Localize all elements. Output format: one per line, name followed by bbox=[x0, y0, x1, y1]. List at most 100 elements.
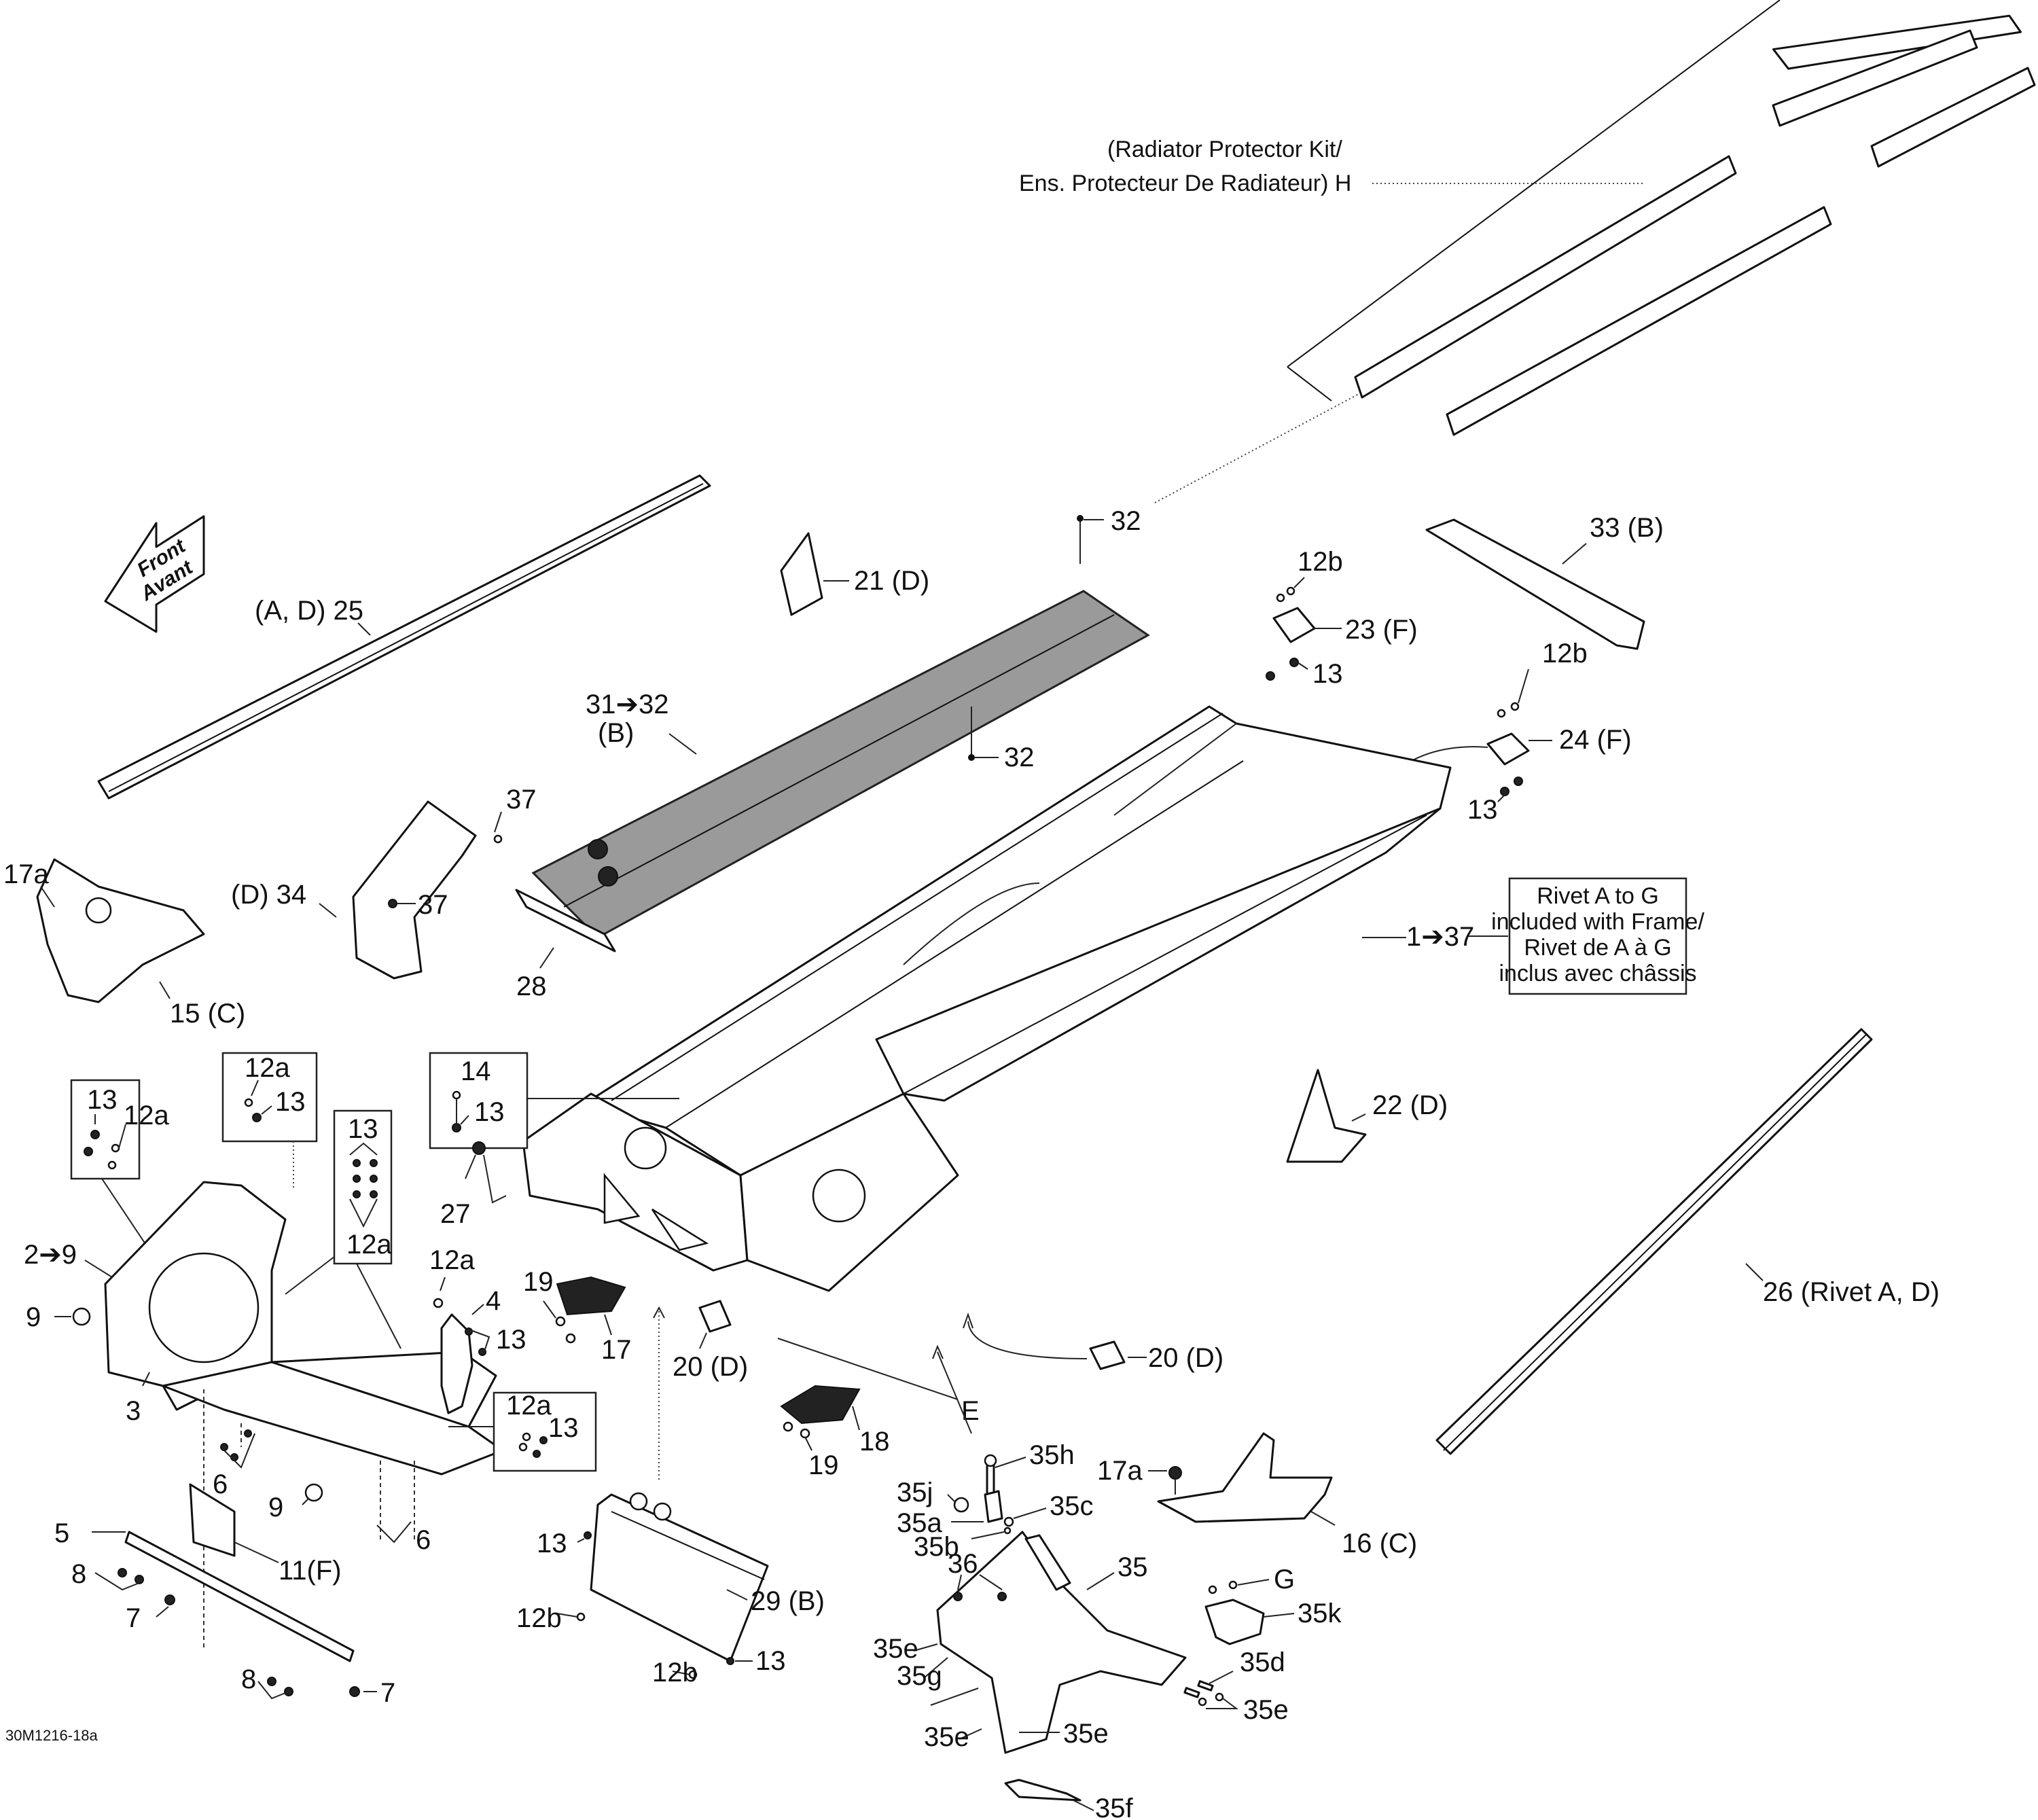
callout-35e-low: 35e bbox=[924, 1722, 969, 1752]
main-frame-tunnel bbox=[522, 705, 1508, 1292]
callout-7-left: 7 bbox=[126, 1603, 141, 1633]
callout-25: (A, D) 25 bbox=[255, 596, 363, 626]
callout-17a-right: 17a bbox=[1097, 1456, 1143, 1486]
callout-29: 29 (B) bbox=[751, 1586, 825, 1616]
callout-16: 16 (C) bbox=[1342, 1529, 1417, 1558]
callout-13-29-top: 13 bbox=[537, 1529, 567, 1558]
callout-12b-29-bottom: 12b bbox=[652, 1658, 698, 1688]
gusset-22 bbox=[1286, 1069, 1367, 1163]
radiator-31-32 bbox=[531, 515, 1150, 939]
box2-callout-12a: 12a bbox=[245, 1053, 290, 1083]
kit-note-line2: Ens. Protecteur De Radiateur) H bbox=[1019, 171, 1351, 196]
callout-32-top: 32 bbox=[1111, 506, 1141, 536]
kit-note-line1: (Radiator Protector Kit/ bbox=[1107, 137, 1342, 162]
fastener-box-4 bbox=[429, 1052, 679, 1149]
callout-35k: 35k bbox=[1298, 1599, 1342, 1628]
callout-35j: 35j bbox=[897, 1478, 933, 1507]
box3-callout-13: 13 bbox=[348, 1114, 378, 1144]
callout-12a-4: 12a bbox=[429, 1245, 475, 1275]
plate-20-left bbox=[698, 1300, 732, 1349]
callout-19-top: 19 bbox=[523, 1267, 554, 1297]
callout-32-bottom: 32 bbox=[1004, 743, 1035, 772]
callout-12b-23: 12b bbox=[1298, 547, 1343, 577]
grommet-9 bbox=[302, 1483, 323, 1505]
box3-callout-12a: 12a bbox=[346, 1230, 392, 1260]
callout-12b-29-left: 12b bbox=[516, 1603, 562, 1633]
box5-callout-13: 13 bbox=[548, 1413, 579, 1443]
box2-callout-13: 13 bbox=[275, 1087, 306, 1117]
callout-22: 22 (D) bbox=[1372, 1090, 1448, 1120]
callout-26: 26 (Rivet A, D) bbox=[1763, 1277, 1939, 1307]
callout-21: 21 (D) bbox=[854, 566, 929, 596]
callout-13-4: 13 bbox=[496, 1325, 526, 1355]
callout-6-right: 6 bbox=[416, 1525, 431, 1555]
callout-35c: 35c bbox=[1050, 1491, 1094, 1521]
fasteners-35d-35e bbox=[1183, 1671, 1238, 1709]
callout-8-left: 8 bbox=[71, 1559, 86, 1589]
callout-37-mid: 37 bbox=[418, 890, 448, 920]
callout-G: G bbox=[1274, 1565, 1295, 1594]
callout-13-23: 13 bbox=[1312, 659, 1343, 689]
plate-20-right bbox=[963, 1312, 1147, 1370]
leader-E bbox=[777, 1338, 959, 1400]
callout-13-29-bottom: 13 bbox=[755, 1646, 786, 1676]
crossbar-33 bbox=[1425, 518, 1645, 650]
box1-callout-12a: 12a bbox=[124, 1101, 169, 1130]
bracket-28 bbox=[515, 889, 616, 969]
grommet-27 bbox=[465, 1141, 507, 1204]
box5-callout-12a: 12a bbox=[506, 1391, 552, 1421]
fastener-box-1 bbox=[70, 1079, 225, 1363]
callout-3: 3 bbox=[126, 1396, 141, 1426]
shield-16 bbox=[1148, 1432, 1336, 1526]
callout-35e-right: 35e bbox=[1243, 1695, 1289, 1725]
callout-17: 17 bbox=[601, 1335, 632, 1365]
callout-35f: 35f bbox=[1095, 1794, 1133, 1820]
callout-35g: 35g bbox=[897, 1661, 942, 1691]
callout-18: 18 bbox=[859, 1427, 890, 1457]
fastener-box-5 bbox=[448, 1391, 597, 1472]
callout-9-left: 9 bbox=[26, 1302, 41, 1332]
steering-support-35 bbox=[913, 1344, 1187, 1811]
callout-31-32-b: (B) bbox=[598, 718, 634, 748]
callout-35b: 35b bbox=[914, 1532, 959, 1562]
callout-8-right: 8 bbox=[241, 1664, 256, 1694]
callout-37-top: 37 bbox=[506, 785, 537, 815]
callout-35: 35 bbox=[1118, 1552, 1148, 1582]
callout-1-37: 1➔37 bbox=[1406, 922, 1474, 952]
rivet-note-line3: Rivet de A à G bbox=[1524, 935, 1671, 961]
callout-12b-24: 12b bbox=[1542, 639, 1588, 668]
box4-callout-13: 13 bbox=[474, 1097, 505, 1127]
callout-15: 15 (C) bbox=[170, 999, 245, 1029]
rail-5 bbox=[92, 1483, 377, 1700]
callout-6-left: 6 bbox=[213, 1469, 228, 1499]
running-board-left bbox=[97, 474, 711, 800]
fastener-box-2 bbox=[221, 1052, 318, 1189]
callout-20-right: 20 (D) bbox=[1148, 1343, 1223, 1373]
rivet-note-line1: Rivet A to G bbox=[1537, 883, 1659, 909]
bracket-34 bbox=[319, 800, 503, 980]
callout-24: 24 (F) bbox=[1559, 725, 1632, 755]
bracket-4 bbox=[433, 1277, 490, 1414]
rivet-note-line4: inclus avec châssis bbox=[1499, 961, 1696, 986]
bracket-23 bbox=[1266, 577, 1342, 681]
rivet-note-line2: included with Frame/ bbox=[1491, 909, 1704, 935]
foot-support-18 bbox=[780, 1385, 861, 1451]
callout-7-right: 7 bbox=[380, 1678, 395, 1708]
callout-23: 23 (F) bbox=[1345, 615, 1418, 645]
bracket-35k bbox=[1204, 1579, 1295, 1645]
callout-35d: 35d bbox=[1240, 1647, 1285, 1677]
callout-9-bottom: 9 bbox=[268, 1493, 283, 1522]
gusset-21 bbox=[780, 532, 849, 616]
callout-11: 11(F) bbox=[279, 1556, 342, 1586]
callout-35a: 35a bbox=[897, 1508, 942, 1538]
fastener-box-3 bbox=[285, 1109, 401, 1349]
callout-E: E bbox=[961, 1396, 980, 1426]
foot-support-17 bbox=[543, 1276, 665, 1481]
callout-35h: 35h bbox=[1029, 1440, 1075, 1470]
callout-19-bottom: 19 bbox=[808, 1450, 839, 1480]
box1-callout-13: 13 bbox=[87, 1085, 118, 1115]
callout-35e-mid: 35e bbox=[1063, 1719, 1109, 1749]
shield-15 bbox=[36, 858, 205, 1003]
callout-31-32: 31➔32 bbox=[586, 690, 669, 719]
